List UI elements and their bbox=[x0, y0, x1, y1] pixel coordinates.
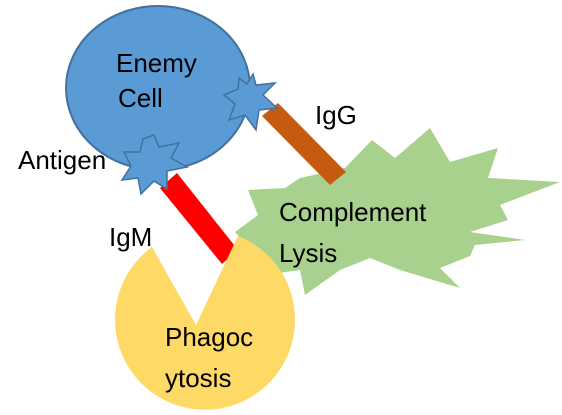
complement-label-line2: Lysis bbox=[279, 238, 337, 268]
igm-antibody-bar bbox=[160, 173, 238, 264]
antigen-marker-bottom bbox=[120, 134, 190, 196]
antigen-label: Antigen bbox=[18, 145, 106, 175]
phagocytosis-label-line1: Phagoc bbox=[165, 322, 253, 352]
igg-label: IgG bbox=[315, 100, 357, 130]
antigen-marker-right bbox=[222, 72, 279, 132]
igm-label: IgM bbox=[109, 222, 152, 252]
phagocytosis-label-line2: ytosis bbox=[165, 363, 231, 393]
phagocyte bbox=[115, 236, 296, 410]
complement-lysis-burst bbox=[235, 128, 560, 295]
enemy-cell-label-line1: Enemy bbox=[116, 48, 197, 78]
complement-label-line1: Complement bbox=[279, 197, 427, 227]
igg-antibody-bar bbox=[262, 103, 346, 185]
enemy-cell-label-line2: Cell bbox=[118, 83, 163, 113]
